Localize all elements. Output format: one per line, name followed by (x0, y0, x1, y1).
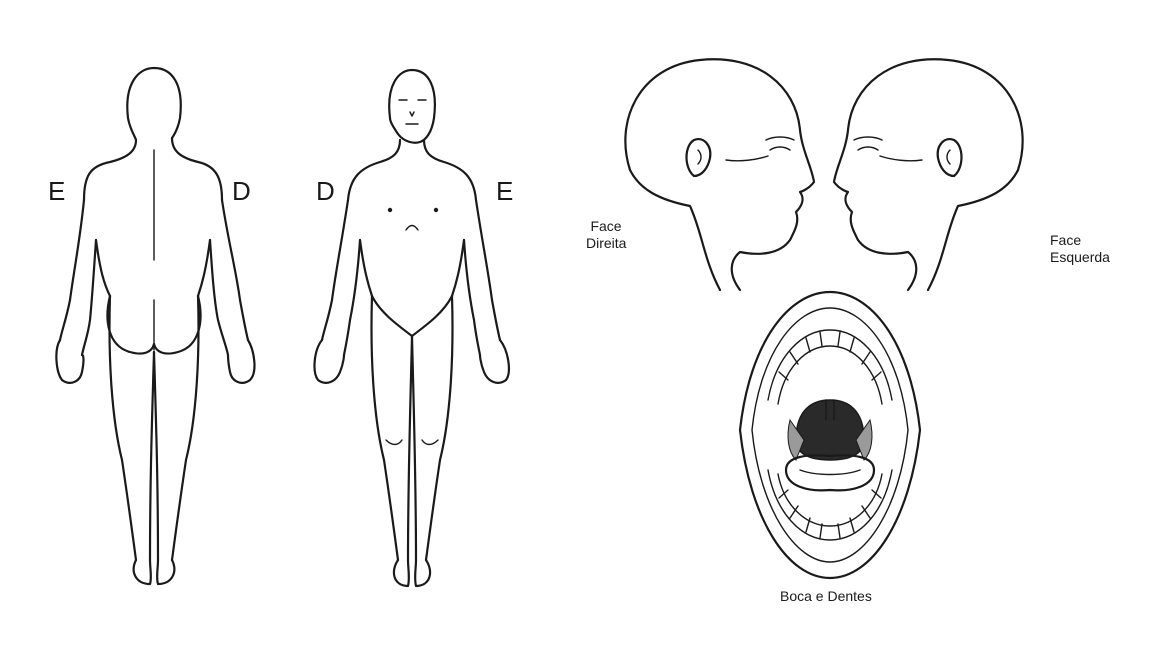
back-view-left-letter: E (48, 176, 66, 206)
open-mouth-diagram (738, 290, 922, 580)
front-view-right-letter: E (496, 176, 514, 206)
left-face-label-line1: Face (1050, 232, 1082, 248)
front-body-figure (313, 68, 510, 588)
front-view-left-letter: D (316, 176, 335, 206)
right-face-label-line1: Face (590, 218, 622, 234)
right-face-label: Face Direita (586, 218, 626, 252)
left-face-label-line2: Esquerda (1050, 249, 1110, 265)
right-face-profile (624, 58, 816, 292)
mouth-label: Boca e Dentes (780, 588, 872, 604)
left-face-profile (832, 58, 1024, 292)
right-face-label-line2: Direita (586, 235, 627, 251)
back-body-figure (55, 66, 256, 586)
left-face-label: Face Esquerda (1050, 232, 1110, 266)
back-view-right-letter: D (232, 176, 251, 206)
